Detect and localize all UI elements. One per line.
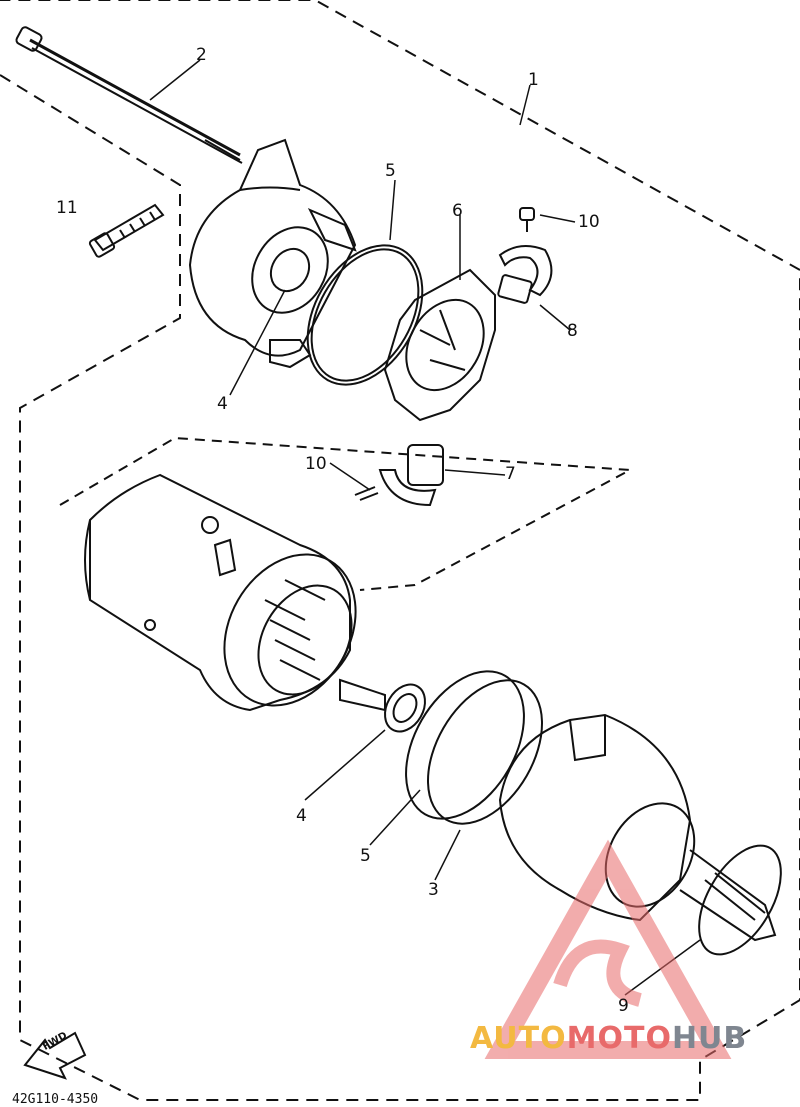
brand-hub: HUB bbox=[671, 1021, 748, 1056]
mounting-bolt bbox=[88, 203, 165, 258]
callout-3: 3 bbox=[428, 880, 439, 900]
front-cover bbox=[498, 713, 777, 942]
brush-plate-box bbox=[59, 436, 634, 591]
o-ring-upper bbox=[306, 244, 424, 386]
brush-holder-upper bbox=[497, 245, 553, 304]
callout-4-lower: 4 bbox=[296, 806, 307, 826]
brand-moto: MOTO bbox=[566, 1021, 672, 1056]
o-ring-shaft bbox=[698, 844, 782, 956]
callout-11: 11 bbox=[56, 198, 78, 218]
callout-2: 2 bbox=[196, 45, 207, 65]
callout-10-upper: 10 bbox=[578, 212, 600, 232]
leader-lines bbox=[149, 59, 701, 996]
callout-4-upper: 4 bbox=[217, 394, 228, 414]
callout-9: 9 bbox=[618, 996, 629, 1016]
watermark-logo bbox=[484, 839, 732, 1059]
callout-6: 6 bbox=[452, 201, 463, 221]
callout-1: 1 bbox=[528, 70, 539, 90]
brush-plate bbox=[383, 268, 496, 422]
screw-upper bbox=[519, 207, 535, 232]
callout-8: 8 bbox=[567, 321, 578, 341]
o-ring-lower bbox=[405, 670, 525, 820]
brand-auto: AUTO bbox=[470, 1021, 567, 1056]
washer-lower bbox=[384, 683, 426, 733]
callout-10-lower: 10 bbox=[305, 454, 327, 474]
through-bolt bbox=[15, 26, 243, 164]
callout-5-upper: 5 bbox=[385, 161, 396, 181]
fwd-arrow bbox=[23, 1031, 87, 1080]
document-code: 42G110-4350 bbox=[12, 1092, 99, 1107]
watermark-brand: AUTOMOTOHUB bbox=[470, 1024, 747, 1054]
callout-5-lower: 5 bbox=[360, 846, 371, 866]
brush-lower bbox=[354, 444, 444, 507]
callout-7: 7 bbox=[505, 464, 516, 484]
yoke-assembly bbox=[84, 473, 386, 712]
gasket bbox=[427, 679, 543, 825]
rear-cover bbox=[188, 138, 357, 369]
